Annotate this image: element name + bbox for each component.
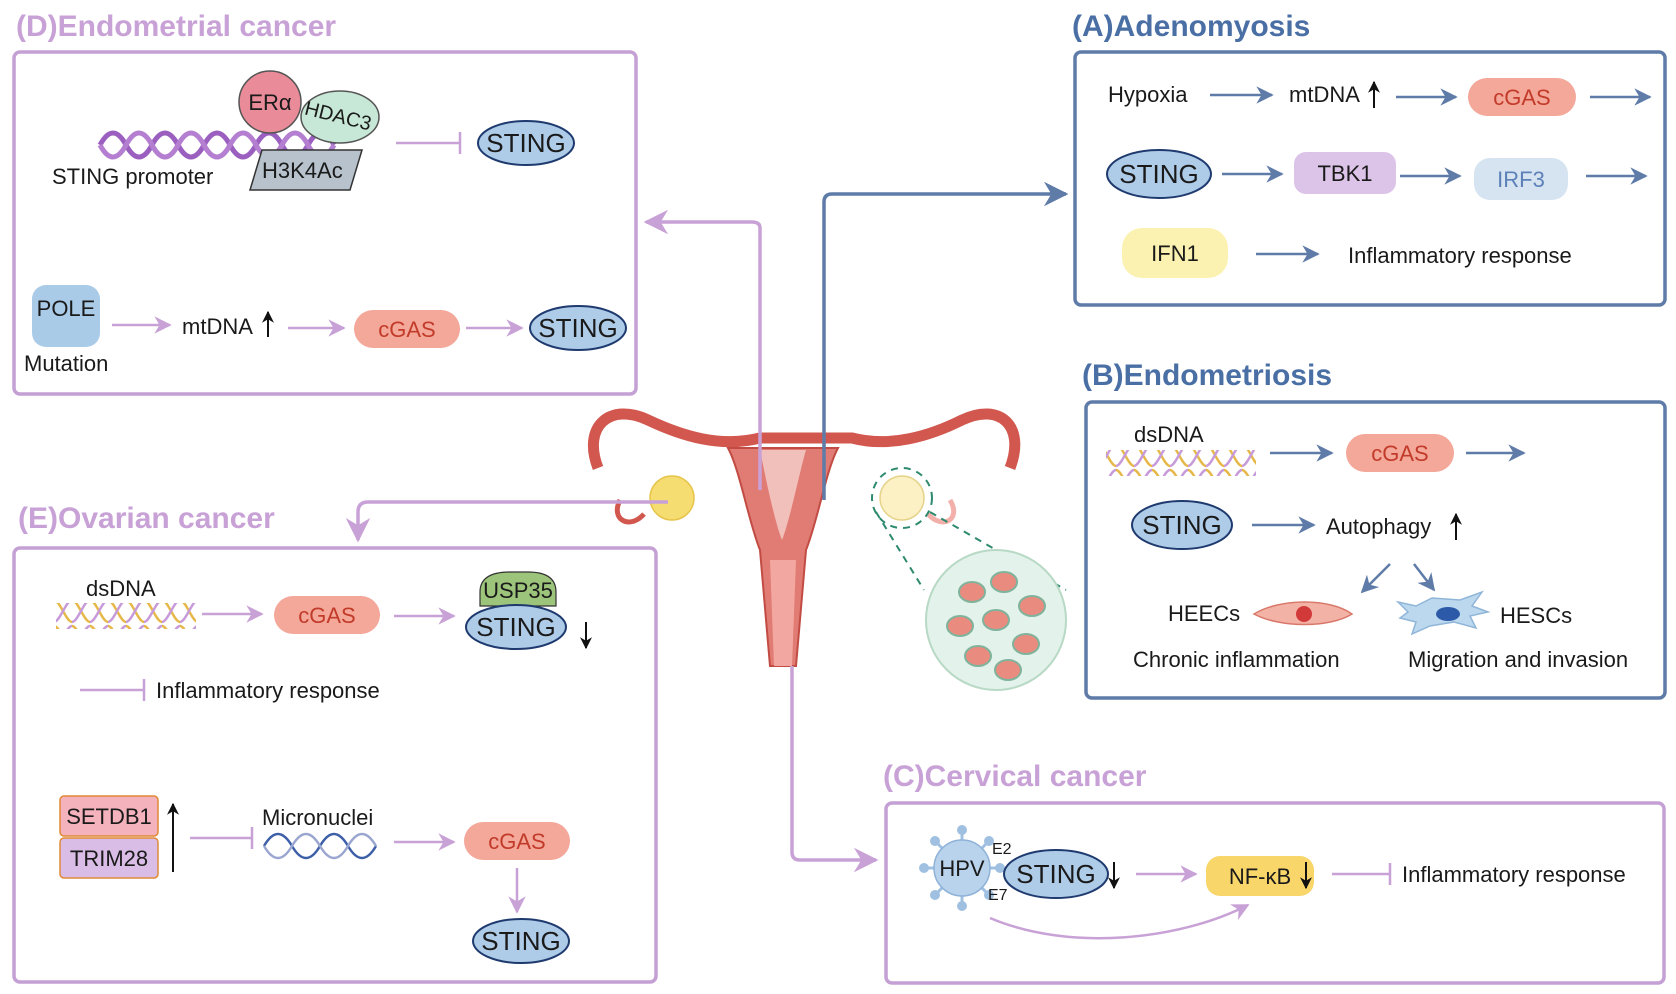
hpv-label: HPV xyxy=(939,856,985,881)
sting-promoter-label: STING promoter xyxy=(52,164,213,189)
sting-node-2 xyxy=(529,305,627,351)
sting-label-a: STING xyxy=(1119,159,1198,189)
pole-shape xyxy=(32,285,100,347)
tbk1-label: TBK1 xyxy=(1317,161,1372,186)
chronic-label: Chronic inflammation xyxy=(1133,647,1340,672)
sting-label-2: STING xyxy=(538,313,617,343)
sting-node xyxy=(477,120,575,166)
sting-label-e2: STING xyxy=(481,926,560,956)
autophagy-label: Autophagy xyxy=(1326,514,1431,539)
nfkb-label: NF-κB xyxy=(1229,864,1291,889)
usp35-shape xyxy=(479,571,557,607)
cgas-label-e: cGAS xyxy=(298,603,355,628)
sting-node-a xyxy=(1106,149,1212,199)
h3k4ac-shape xyxy=(248,149,364,191)
sting-label-b: STING xyxy=(1142,510,1221,540)
hdac3-shape xyxy=(300,90,380,144)
mtdna-label: mtDNA xyxy=(182,314,253,339)
inflam-label-a: Inflammatory response xyxy=(1348,243,1572,268)
sting-node-b xyxy=(1131,500,1233,550)
panel-e-title: (E)Ovarian cancer xyxy=(18,502,275,535)
nfkb-node xyxy=(1206,856,1314,896)
connector-to-e xyxy=(345,500,668,543)
ifn1-node xyxy=(1122,228,1228,278)
panel-b-box xyxy=(1084,400,1667,700)
panel-b-title: (B)Endometriosis xyxy=(1082,359,1332,392)
setdb1-label: SETDB1 xyxy=(66,804,152,829)
irf3-label: IRF3 xyxy=(1497,167,1545,192)
h3k4ac-label: H3K4Ac xyxy=(262,158,343,183)
connector-to-c xyxy=(790,666,879,873)
heecs-label: HEECs xyxy=(1168,601,1240,626)
heec-cell-icon xyxy=(1252,601,1354,626)
mtdna-label-a: mtDNA xyxy=(1289,82,1360,107)
hesc-cell-icon xyxy=(1395,590,1491,636)
mutation-label: Mutation xyxy=(24,351,108,376)
panel-c-box xyxy=(884,801,1666,985)
irf3-node xyxy=(1474,158,1568,200)
dsdna-label-b: dsDNA xyxy=(1134,422,1204,447)
connector-to-d xyxy=(643,209,762,490)
hescs-label: HESCs xyxy=(1500,603,1572,628)
dsdna-label-e: dsDNA xyxy=(86,576,156,601)
micronuclei-label: Micronuclei xyxy=(262,805,373,830)
pole-label: POLE xyxy=(37,296,96,321)
cgas-label: cGAS xyxy=(378,317,435,342)
cgas-node xyxy=(354,310,460,348)
cgas-node-e xyxy=(274,596,380,634)
sting-node-e2 xyxy=(472,918,570,964)
inflam-label-c: Inflammatory response xyxy=(1402,862,1626,887)
cgas-node-b xyxy=(1346,434,1454,472)
sting-label-e: STING xyxy=(476,612,555,642)
cgas-label-b: cGAS xyxy=(1371,441,1428,466)
sting-node-c xyxy=(1003,849,1109,899)
e7-label: E7 xyxy=(988,887,1008,904)
panel-e-box xyxy=(12,546,658,984)
panel-d-box xyxy=(12,50,638,396)
micronuclei-dna-icon xyxy=(262,832,378,860)
sting-label-c: STING xyxy=(1016,859,1095,889)
usp35-label: USP35 xyxy=(483,578,553,603)
cgas-node-a xyxy=(1468,78,1576,116)
dsdna-icon xyxy=(1106,450,1256,476)
migration-label: Migration and invasion xyxy=(1408,647,1628,672)
hypoxia-label: Hypoxia xyxy=(1108,82,1188,107)
cgas-label-e2: cGAS xyxy=(488,829,545,854)
uterus-illustration xyxy=(588,408,1067,691)
cgas-label-a: cGAS xyxy=(1493,85,1550,110)
era-shape xyxy=(238,70,302,134)
panel-c-title: (C)Cervical cancer xyxy=(883,760,1147,793)
sting-node-e xyxy=(465,604,567,650)
panel-d-title: (D)Endometrial cancer xyxy=(16,10,336,43)
ifn1-label: IFN1 xyxy=(1151,241,1199,266)
era-label: ERα xyxy=(248,90,292,115)
connector-to-a xyxy=(822,181,1069,500)
hpv-virus-icon xyxy=(919,825,1005,911)
inflam-label-e: Inflammatory response xyxy=(156,678,380,703)
setdb1-node xyxy=(59,795,159,837)
trim28-node xyxy=(59,837,159,879)
panel-a-box xyxy=(1073,50,1667,307)
e2-label: E2 xyxy=(992,841,1012,858)
trim28-label: TRIM28 xyxy=(70,846,148,871)
dsdna-icon xyxy=(56,603,196,629)
cgas-node-e2 xyxy=(464,822,570,860)
panel-a-title: (A)Adenomyosis xyxy=(1072,10,1310,43)
tbk1-node xyxy=(1294,152,1396,194)
sting-label: STING xyxy=(486,128,565,158)
